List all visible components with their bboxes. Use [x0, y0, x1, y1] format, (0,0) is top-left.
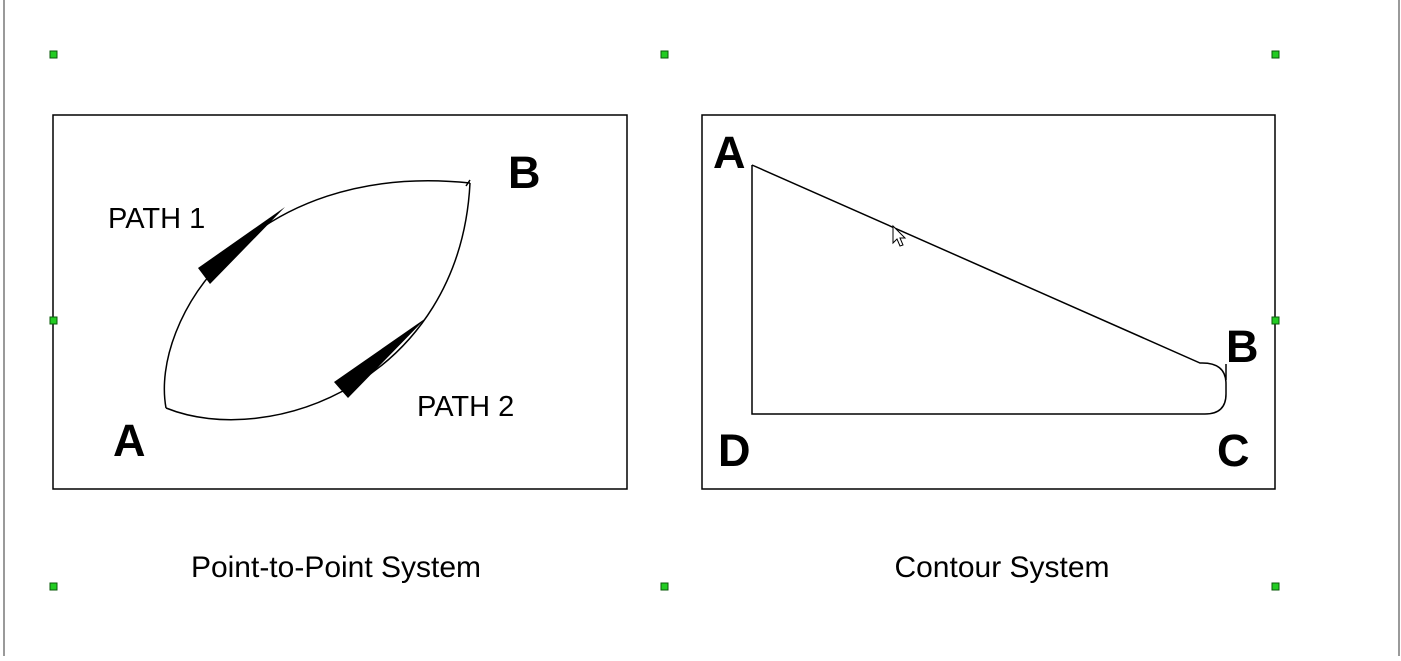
handle-bottom-center[interactable]: [660, 582, 669, 591]
handle-top-right[interactable]: [1271, 50, 1280, 59]
point-to-point-caption: Point-to-Point System: [191, 551, 481, 584]
point-to-point-diagram[interactable]: A B PATH 1 PATH 2: [52, 114, 628, 490]
path-1-arrow-icon: [198, 207, 285, 284]
path-1-curve: [163, 180, 471, 409]
contour-b-label: B: [1226, 321, 1259, 372]
selection-handles[interactable]: [49, 50, 1280, 591]
point-b-label: B: [508, 147, 541, 198]
contour-diagram[interactable]: A B C D: [701, 114, 1276, 490]
path-2-label: PATH 2: [417, 391, 514, 423]
path-1-label: PATH 1: [108, 203, 205, 235]
contour-shape: [751, 164, 1227, 415]
contour-a-label: A: [713, 127, 746, 178]
path-end-tick: [465, 179, 471, 187]
point-a-label: A: [113, 415, 146, 466]
handle-bottom-right[interactable]: [1271, 582, 1280, 591]
contour-d-label: D: [718, 425, 751, 476]
contour-c-label: C: [1217, 425, 1250, 476]
handle-bottom-left[interactable]: [49, 582, 58, 591]
handle-middle-right[interactable]: [1271, 316, 1280, 325]
contour-frame: [701, 114, 1276, 490]
point-to-point-frame: [52, 114, 628, 490]
handle-top-center[interactable]: [660, 50, 669, 59]
handle-middle-left[interactable]: [49, 316, 58, 325]
arrow-pointer-icon: [892, 224, 907, 247]
contour-caption: Contour System: [894, 551, 1109, 584]
handle-top-left[interactable]: [49, 50, 58, 59]
path-2-arrow-icon: [334, 318, 426, 398]
path-2-curve: [165, 182, 471, 421]
